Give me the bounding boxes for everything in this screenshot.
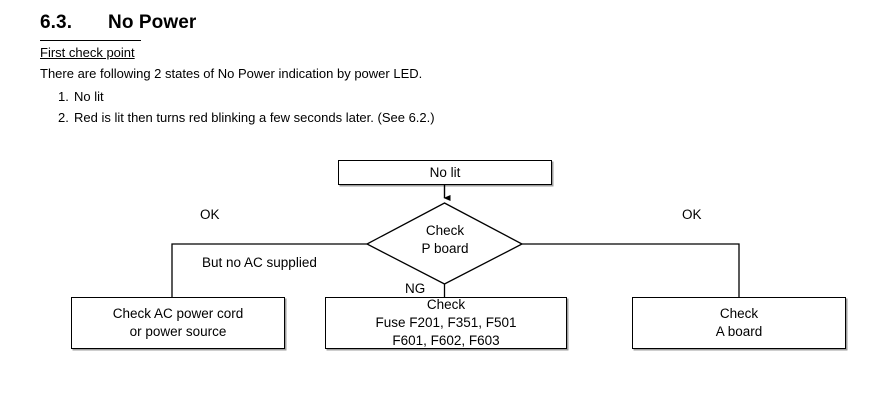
flow-node-check-ac-label: Check AC power cord or power source: [112, 306, 244, 339]
flow-node-check-fuse[interactable]: Check Fuse F201, F351, F501 F601, F602, …: [325, 297, 567, 349]
edge-label-ok-left: OK: [200, 206, 220, 223]
list-item-text: No lit: [74, 89, 104, 104]
list-item: 2. Red is lit then turns red blinking a f…: [58, 107, 435, 128]
decision-diamond: [365, 202, 524, 285]
flow-node-check-ac[interactable]: Check AC power cord or power source: [71, 297, 285, 349]
connector-ok-right: [522, 243, 740, 297]
section-title-text: No Power: [108, 12, 197, 33]
document-heading: 6.3. No Power: [40, 11, 740, 35]
subheading: First check point: [40, 45, 135, 60]
page-title: 6.3. No Power: [40, 11, 740, 35]
edge-label-but-no-ac-supplied: But no AC supplied: [202, 254, 317, 271]
flow-node-no-lit[interactable]: No lit: [338, 160, 552, 185]
connector-ok-left: [171, 243, 367, 297]
intro-paragraph: There are following 2 states of No Power…: [40, 66, 423, 81]
section-number: 6.3.: [40, 12, 73, 33]
flow-node-check-fuse-label: Check Fuse F201, F351, F501 F601, F602, …: [375, 297, 517, 348]
list-item-marker: 1.: [58, 89, 69, 104]
flow-node-check-a-board-label: Check A board: [715, 306, 763, 339]
list-item: 1. No lit: [58, 86, 435, 107]
list-item-marker: 2.: [58, 110, 69, 125]
flow-node-check-a-board[interactable]: Check A board: [632, 297, 846, 349]
edge-label-ng: NG: [405, 280, 426, 297]
list-item-text: Red is lit then turns red blinking a few…: [74, 110, 435, 125]
edge-label-ok-right: OK: [682, 206, 702, 223]
heading-divider: [40, 40, 141, 41]
states-list: 1. No lit 2. Red is lit then turns red bli…: [58, 86, 435, 128]
flow-node-no-lit-label: No lit: [429, 164, 461, 180]
